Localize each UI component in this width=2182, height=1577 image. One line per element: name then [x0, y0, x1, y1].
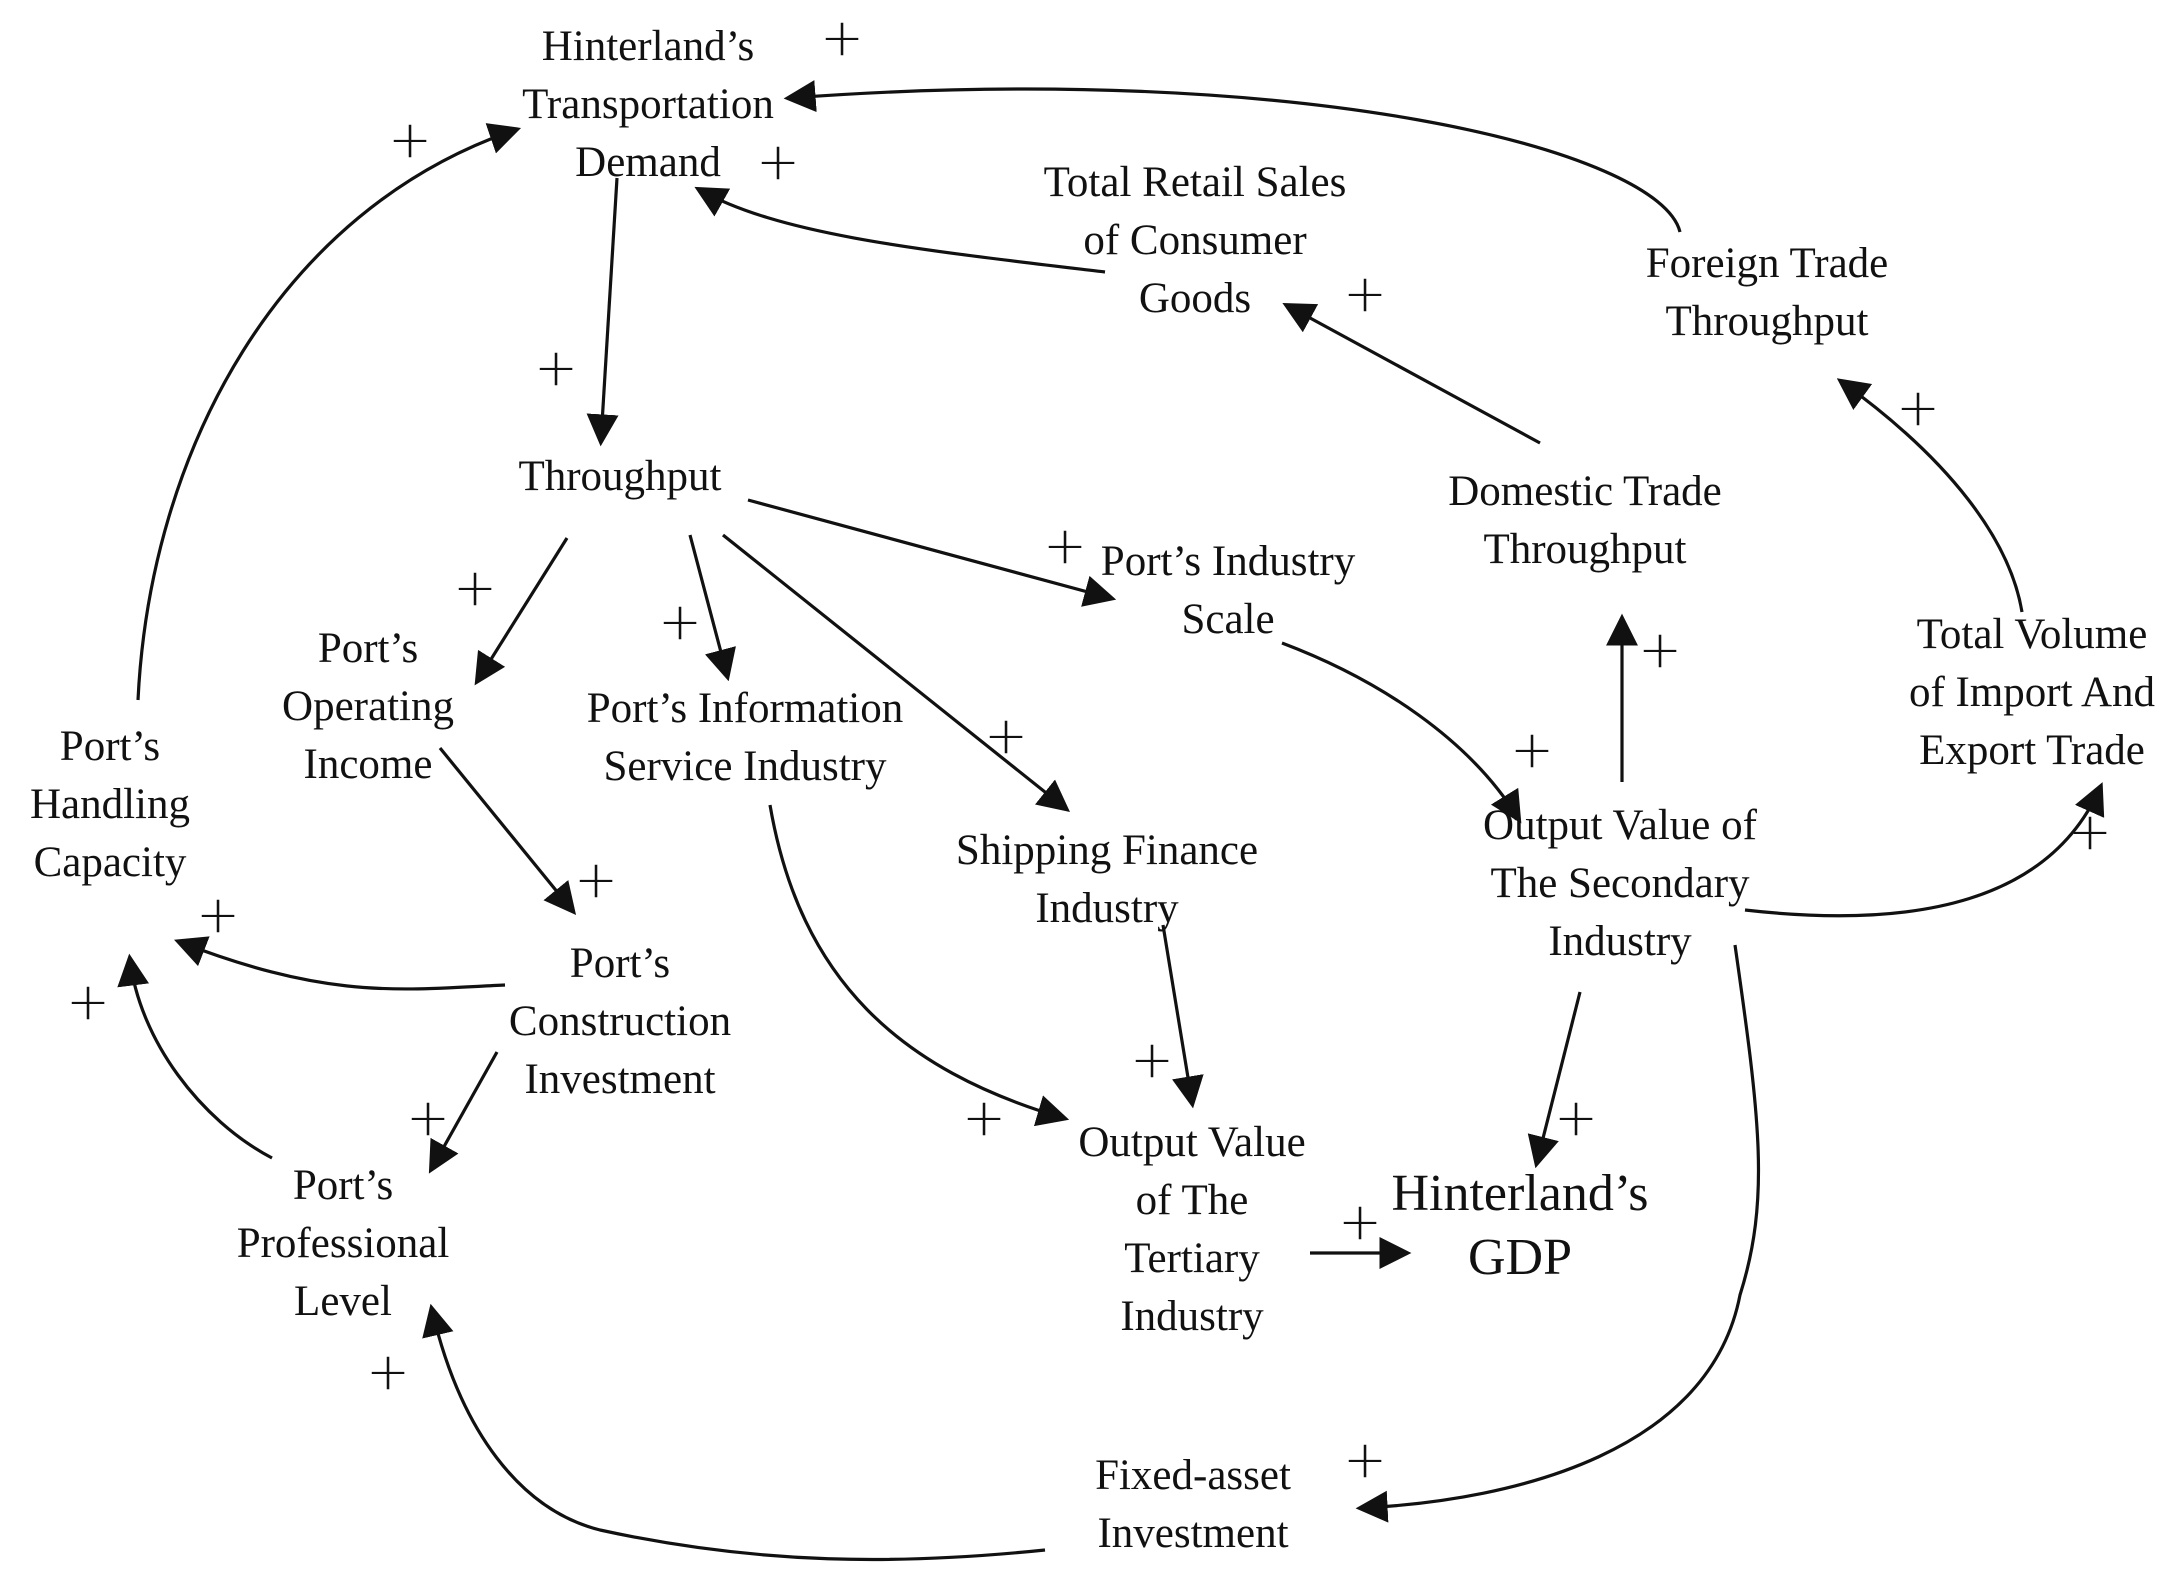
polarity-sign: +	[1130, 1030, 1174, 1090]
link-domestic-trade-to-retail-sales	[1282, 302, 1541, 445]
link-construction-investment-to-handling-capacity	[174, 936, 506, 991]
polarity-sign: +	[984, 706, 1028, 766]
link-professional-level-to-handling-capacity	[117, 953, 273, 1160]
node-foreign-trade: Foreign Trade Throughput	[1645, 240, 1889, 345]
polarity-sign: +	[1554, 1088, 1598, 1148]
node-shipping-finance: Shipping Finance Industry	[955, 827, 1259, 932]
node-import-export: Total Volume of Import And Export Trade	[1908, 611, 2156, 774]
link-throughput-to-operating-income	[474, 537, 569, 686]
link-import-export-to-foreign-trade	[1836, 378, 2024, 613]
node-secondary-industry: Output Value of The Secondary Industry	[1483, 802, 1757, 965]
polarity-sign: +	[820, 8, 864, 68]
polarity-sign: +	[1343, 1430, 1387, 1490]
node-transport-demand: Hinterland’s Transportation Demand	[522, 23, 774, 186]
polarity-sign: +	[1510, 720, 1554, 780]
polarity-sign: +	[962, 1088, 1006, 1148]
polarity-sign: +	[574, 850, 618, 910]
polarity-sign: +	[66, 972, 110, 1032]
node-professional-level: Port’s Professional Level	[236, 1162, 450, 1325]
link-industry-scale-to-secondary-industry	[1281, 641, 1522, 824]
polarity-sign: +	[366, 1342, 410, 1402]
node-retail-sales: Total Retail Sales of Consumer Goods	[1043, 159, 1347, 322]
link-info-service-to-tertiary-industry	[768, 804, 1070, 1127]
link-throughput-to-info-service	[688, 534, 736, 682]
link-throughput-to-shipping-finance	[722, 533, 1071, 812]
polarity-sign: +	[406, 1088, 450, 1148]
polarity-sign: +	[2068, 802, 2112, 862]
link-operating-income-to-construction-investment	[438, 746, 577, 915]
link-shipping-finance-to-tertiary-industry	[1161, 924, 1204, 1109]
link-secondary-industry-to-fixed-asset	[1355, 944, 1761, 1523]
polarity-sign: +	[453, 558, 497, 618]
node-info-service: Port’s Information Service Industry	[586, 685, 904, 790]
polarity-sign: +	[388, 110, 432, 170]
node-gdp: Hinterland’s GDP	[1391, 1165, 1649, 1286]
node-throughput: Throughput	[518, 453, 722, 500]
link-retail-sales-to-transport-demand	[694, 186, 1106, 274]
link-secondary-industry-to-gdp	[1527, 991, 1582, 1169]
polarity-sign: +	[658, 592, 702, 652]
link-foreign-trade-to-transport-demand	[783, 80, 1682, 233]
link-fixed-asset-to-professional-level	[422, 1303, 1046, 1562]
node-operating-income: Port’s Operating Income	[282, 625, 454, 788]
polarity-sign: +	[1043, 516, 1087, 576]
link-transport-demand-to-throughput	[586, 177, 619, 447]
link-construction-investment-to-professional-level	[428, 1051, 499, 1174]
link-secondary-industry-to-import-export	[1744, 782, 2105, 918]
polarity-sign: +	[1896, 378, 1940, 438]
node-construction-investment: Port’s Construction Investment	[508, 940, 732, 1103]
node-industry-scale: Port’s Industry Scale	[1100, 538, 1356, 643]
link-handling-capacity-to-transport-demand	[136, 123, 522, 701]
node-handling-capacity: Port’s Handling Capacity	[29, 723, 191, 886]
polarity-sign: +	[1638, 620, 1682, 680]
node-tertiary-industry: Output Value of The Tertiary Industry	[1078, 1119, 1306, 1340]
polarity-sign: +	[196, 885, 240, 945]
polarity-sign: +	[1343, 264, 1387, 324]
node-fixed-asset: Fixed-asset Investment	[1095, 1452, 1291, 1557]
polarity-sign: +	[534, 338, 578, 398]
polarity-sign: +	[1338, 1192, 1382, 1252]
link-throughput-to-industry-scale	[747, 498, 1117, 607]
polarity-sign: +	[756, 132, 800, 192]
node-domestic-trade: Domestic Trade Throughput	[1448, 468, 1722, 573]
